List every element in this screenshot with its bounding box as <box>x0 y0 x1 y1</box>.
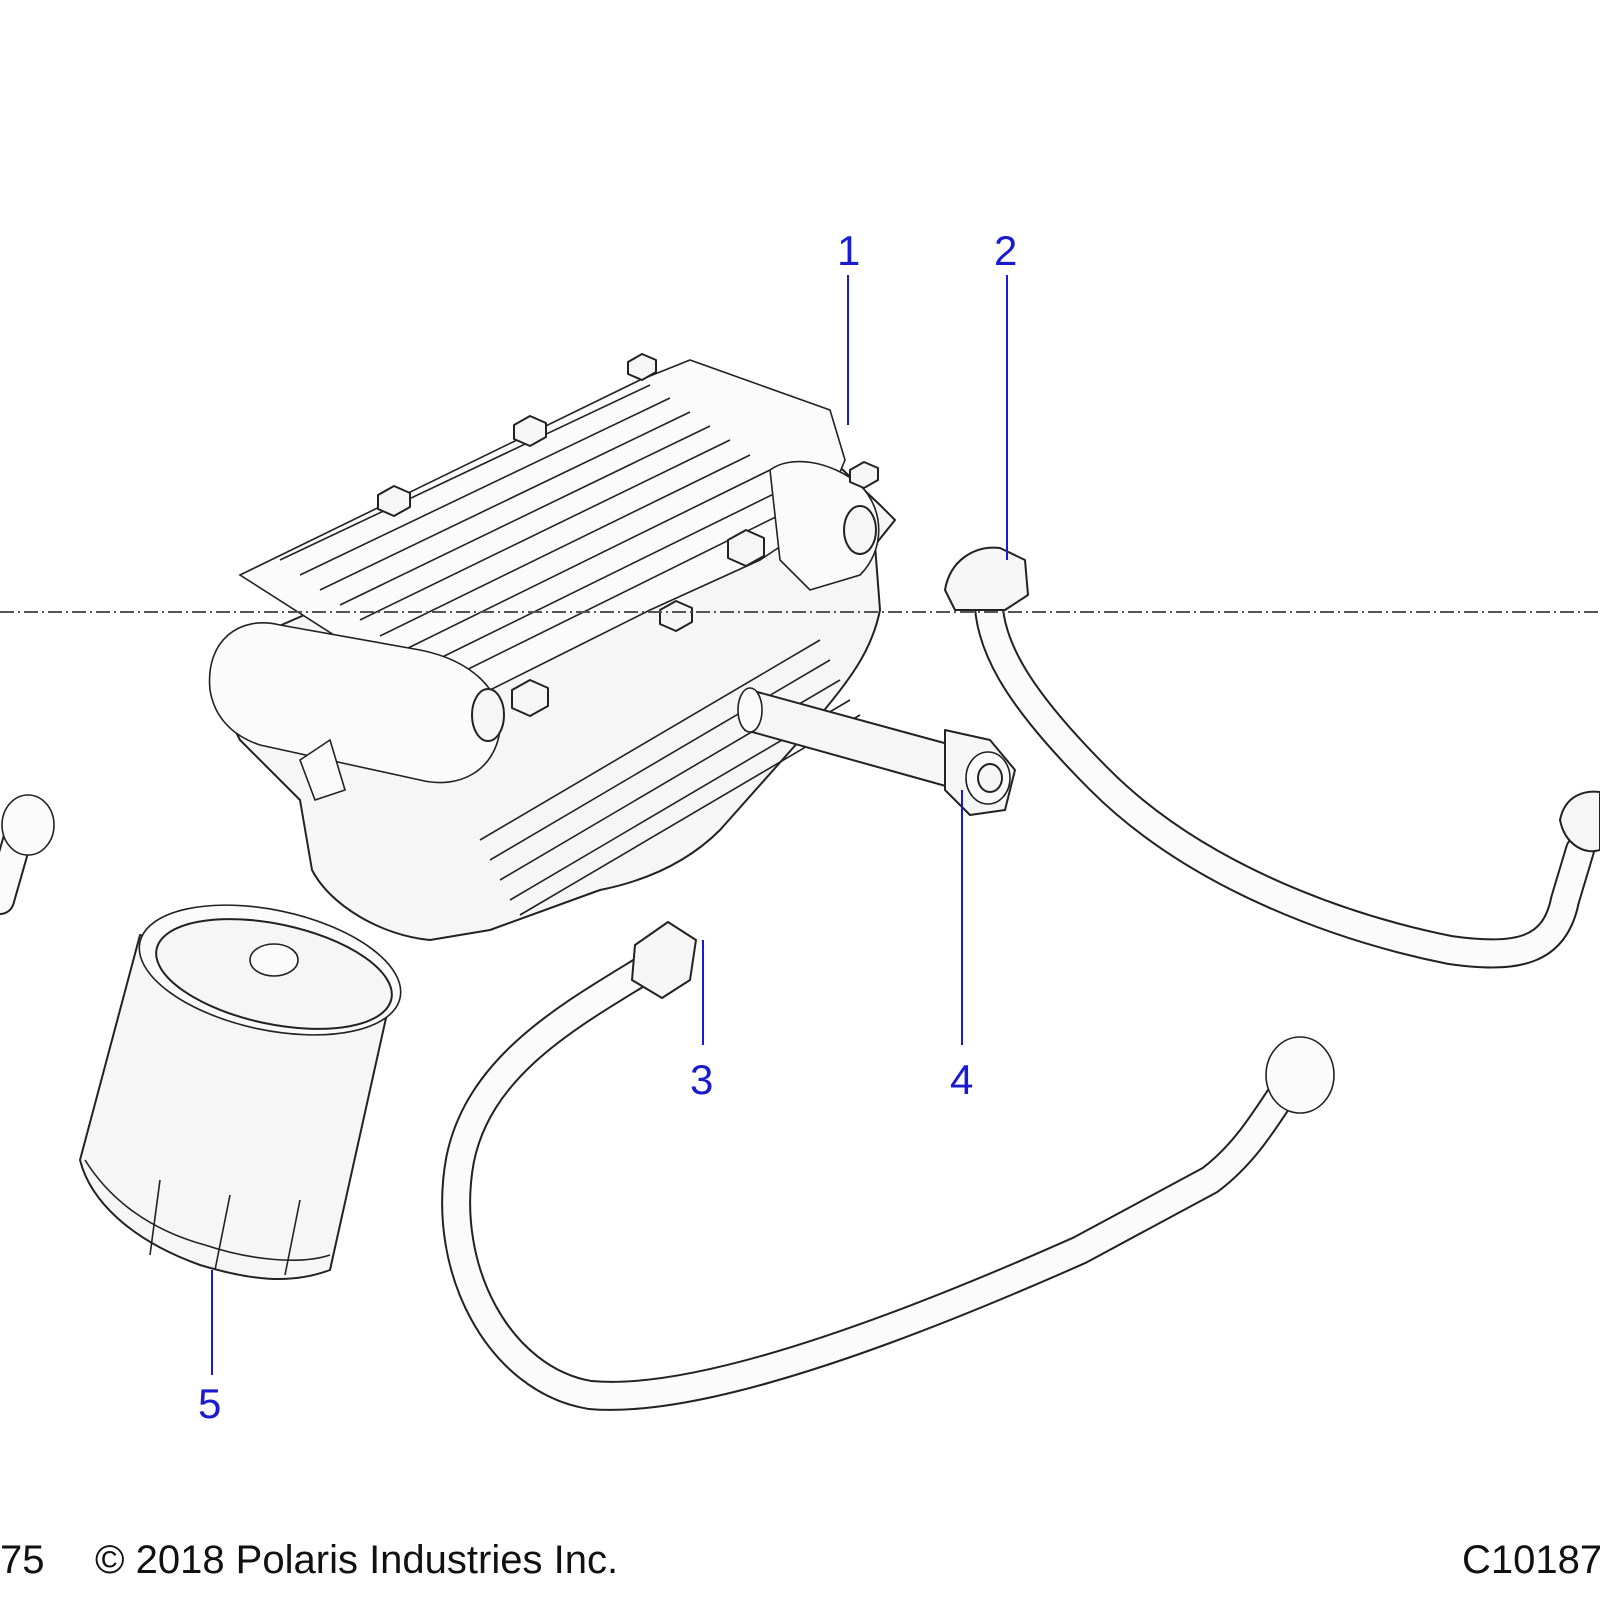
oil-filter <box>79 904 402 1281</box>
cooler-bolt-heads <box>377 353 879 717</box>
callout-5: 5 <box>198 1380 221 1427</box>
hose-fragment-left <box>0 794 55 915</box>
callout-3: 3 <box>690 1056 713 1103</box>
callout-leaders <box>211 275 1008 1375</box>
footer-copyright: © 2018 Polaris Industries Inc. <box>95 1538 619 1582</box>
callout-2: 2 <box>994 227 1017 274</box>
hose-lower <box>441 921 1335 1411</box>
footer-drawing-code: C10187 <box>1462 1538 1600 1582</box>
callout-4: 4 <box>950 1056 973 1103</box>
footer-page-fragment: 75 <box>0 1538 45 1582</box>
callout-1: 1 <box>837 227 860 274</box>
callout-numbers: 1 2 3 4 5 <box>198 227 1017 1427</box>
hose-upper-right <box>944 546 1600 969</box>
oil-cooler-assembly <box>208 353 896 941</box>
